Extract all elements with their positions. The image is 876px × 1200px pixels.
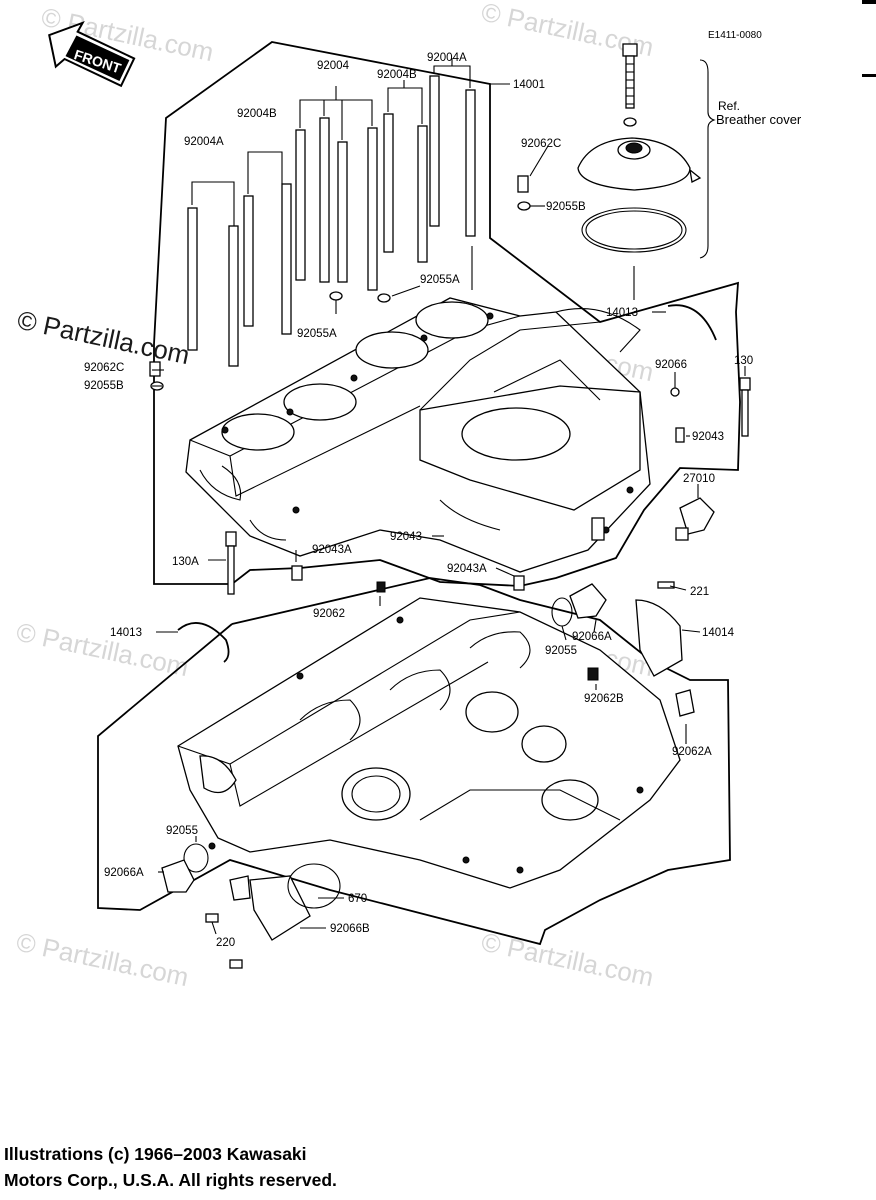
callout-92066a: 92066A <box>104 867 144 879</box>
callout-92066b: 92066B <box>330 923 370 935</box>
callout-92055: 92055 <box>545 645 577 657</box>
callout-130a: 130A <box>172 556 199 568</box>
callout-92062c: 92062C <box>521 138 561 150</box>
lower-case-boundary <box>97 577 731 946</box>
callout-92043a: 92043A <box>447 563 487 575</box>
callout-labels: 92004 92004A 92004B 92004B 92004A 14001 … <box>84 52 753 949</box>
stud-leaders <box>191 58 510 226</box>
callout-92043: 92043 <box>390 531 422 543</box>
callout-92062b: 92062B <box>584 693 624 705</box>
edge-mark <box>862 74 876 77</box>
watermark-text: © Partzilla.com <box>14 927 192 993</box>
watermark-dark: © Partzilla.com <box>15 305 193 371</box>
edge-mark <box>862 0 876 4</box>
callout-92055a: 92055A <box>297 328 337 340</box>
callout-670: 670 <box>348 893 367 905</box>
breather-bracket <box>699 59 716 259</box>
copyright-notice: Illustrations (c) 1966–2003 Kawasaki Mot… <box>4 1141 337 1193</box>
callout-92055b: 92055B <box>84 380 124 392</box>
lower-small-parts <box>161 581 695 969</box>
callout-14014: 14014 <box>702 627 735 639</box>
callout-14001: 14001 <box>513 79 545 91</box>
copyright-line-2: Motors Corp., U.S.A. All rights reserved… <box>4 1170 337 1190</box>
callout-92004b: 92004B <box>377 69 417 81</box>
callout-92043a: 92043A <box>312 544 352 556</box>
callout-92066a: 92066A <box>572 631 612 643</box>
lower-crankcase <box>177 597 681 889</box>
breather-cover <box>577 43 702 253</box>
leader-lines <box>152 145 746 935</box>
reference-name: Breather cover <box>716 112 802 127</box>
callout-92055b: 92055B <box>546 201 586 213</box>
callout-92055: 92055 <box>166 825 198 837</box>
copyright-line-1: Illustrations (c) 1966–2003 Kawasaki <box>4 1144 307 1164</box>
callout-14013: 14013 <box>110 627 142 639</box>
callout-92062: 92062 <box>313 608 345 620</box>
callout-220: 220 <box>216 937 235 949</box>
callout-130: 130 <box>734 355 753 367</box>
callout-92043: 92043 <box>692 431 724 443</box>
callout-92062c: 92062C <box>84 362 124 374</box>
callout-92004: 92004 <box>317 60 350 72</box>
callout-92066: 92066 <box>655 359 687 371</box>
callout-92004b: 92004B <box>237 108 277 120</box>
upper-side-parts <box>667 304 751 541</box>
front-arrow-badge: FRONT <box>48 20 136 88</box>
watermark-text: © Partzilla.com <box>14 617 192 683</box>
cylinder-studs <box>187 75 476 367</box>
callout-92062a: 92062A <box>672 746 712 758</box>
callout-27010: 27010 <box>683 473 715 485</box>
diagram-code: E1411-0080 <box>708 30 762 41</box>
upper-crankcase <box>185 297 651 573</box>
callout-221: 221 <box>690 586 709 598</box>
watermark-text: © Partzilla.com <box>479 927 657 993</box>
upper-case-boundary <box>153 41 741 587</box>
callout-14013: 14013 <box>606 307 638 319</box>
callout-92055a: 92055A <box>420 274 460 286</box>
callout-92004a: 92004A <box>184 136 224 148</box>
reference-prefix: Ref. <box>718 99 740 113</box>
bolt-130a <box>225 531 237 595</box>
callout-92004a: 92004A <box>427 52 467 64</box>
